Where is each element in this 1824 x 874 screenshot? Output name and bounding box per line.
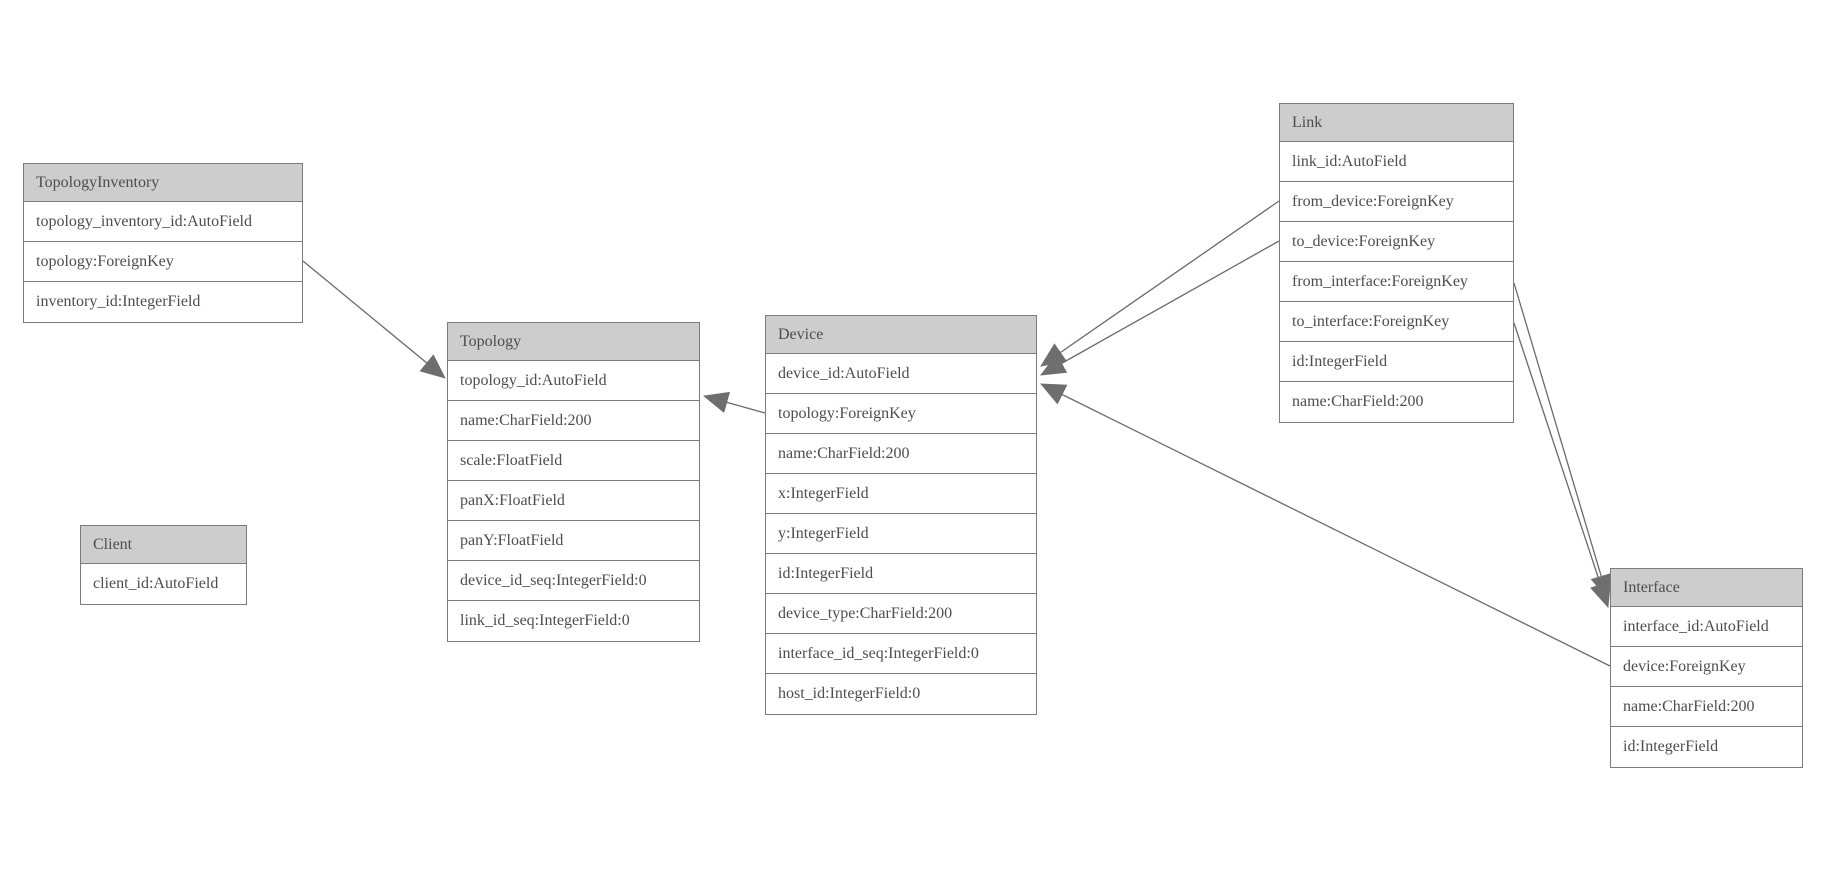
field-row: topology_id:AutoField: [448, 361, 699, 401]
entity-title-device: Device: [766, 316, 1036, 354]
field-row: id:IntegerField: [766, 554, 1036, 594]
field-row: id:IntegerField: [1611, 727, 1802, 767]
field-row: name:CharField:200: [1280, 382, 1513, 422]
relation-Link-from_interface-to-Interface: [1513, 282, 1612, 600]
field-row: interface_id:AutoField: [1611, 607, 1802, 647]
field-row: interface_id_seq:IntegerField:0: [766, 634, 1036, 674]
field-row: x:IntegerField: [766, 474, 1036, 514]
relation-Link-to_device-to-Device: [1040, 240, 1280, 376]
entity-title-link: Link: [1280, 104, 1513, 142]
field-row: device_id_seq:IntegerField:0: [448, 561, 699, 601]
field-row: client_id:AutoField: [81, 564, 246, 604]
relation-Link-from_device-to-Device: [1040, 200, 1280, 367]
field-row: y:IntegerField: [766, 514, 1036, 554]
relation-Link-to_interface-to-Interface: [1513, 322, 1611, 608]
entity-title-topology_inventory: TopologyInventory: [24, 164, 302, 202]
entity-title-client: Client: [81, 526, 246, 564]
field-row: panX:FloatField: [448, 481, 699, 521]
field-row: device:ForeignKey: [1611, 647, 1802, 687]
relation-Device-topology-to-Topology: [703, 391, 766, 414]
entity-title-interface: Interface: [1611, 569, 1802, 607]
field-row: topology:ForeignKey: [24, 242, 302, 282]
field-row: link_id_seq:IntegerField:0: [448, 601, 699, 641]
field-row: inventory_id:IntegerField: [24, 282, 302, 322]
entity-title-topology: Topology: [448, 323, 699, 361]
field-row: host_id:IntegerField:0: [766, 674, 1036, 714]
field-row: name:CharField:200: [1611, 687, 1802, 727]
field-row: id:IntegerField: [1280, 342, 1513, 382]
field-row: topology:ForeignKey: [766, 394, 1036, 434]
field-row: device_type:CharField:200: [766, 594, 1036, 634]
field-row: from_interface:ForeignKey: [1280, 262, 1513, 302]
field-row: scale:FloatField: [448, 441, 699, 481]
field-row: name:CharField:200: [448, 401, 699, 441]
field-row: name:CharField:200: [766, 434, 1036, 474]
field-row: to_interface:ForeignKey: [1280, 302, 1513, 342]
relation-TopologyInventory-topology-to-Topology: [302, 260, 446, 379]
relation-Interface-device-to-Device: [1040, 383, 1611, 667]
field-row: from_device:ForeignKey: [1280, 182, 1513, 222]
field-row: to_device:ForeignKey: [1280, 222, 1513, 262]
field-row: link_id:AutoField: [1280, 142, 1513, 182]
field-row: panY:FloatField: [448, 521, 699, 561]
field-row: topology_inventory_id:AutoField: [24, 202, 302, 242]
field-row: device_id:AutoField: [766, 354, 1036, 394]
